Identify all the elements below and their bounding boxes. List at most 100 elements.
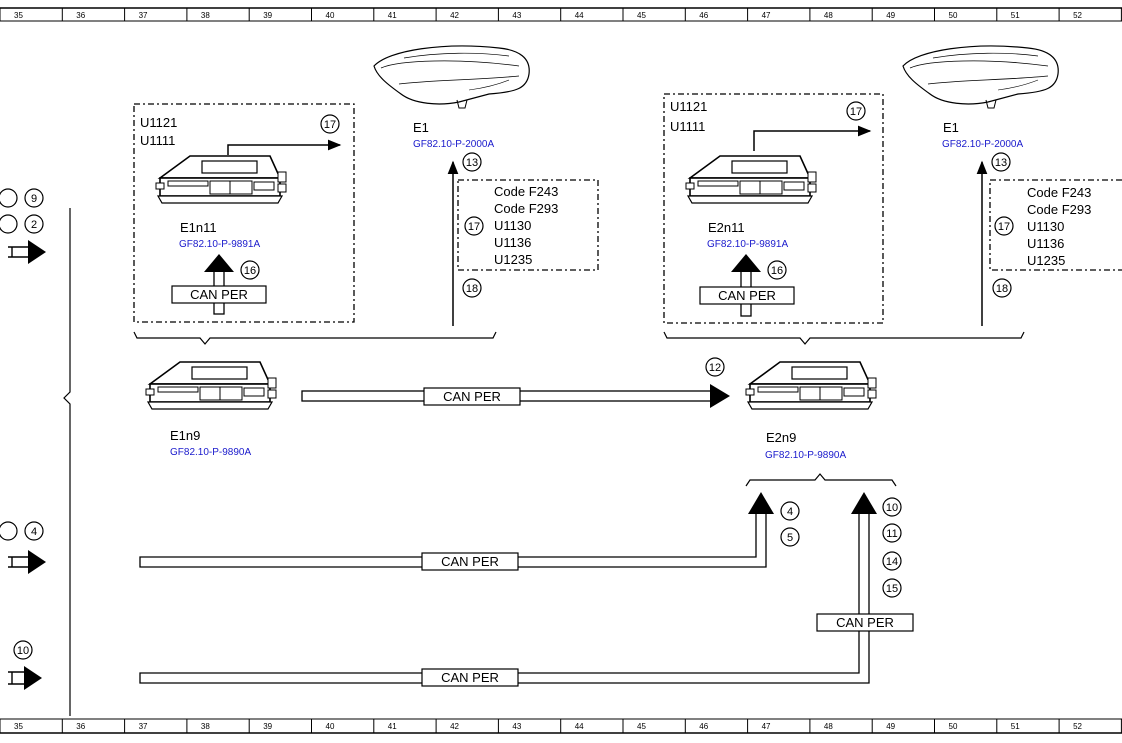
arrow-icon — [28, 550, 46, 574]
circle-label: 10 — [886, 502, 898, 514]
arrow-icon — [204, 254, 234, 272]
module-ref: GF82.10-P-9891A — [707, 239, 788, 250]
arrow-icon — [731, 254, 761, 272]
ruler-number: 50 — [949, 722, 958, 731]
headlamp-name: E1 — [943, 120, 959, 135]
circle-marker — [320, 114, 340, 134]
can-label: CAN PER — [718, 288, 776, 303]
can-label-box — [699, 286, 795, 305]
module-ref: GF82.10-P-9891A — [179, 239, 260, 250]
module-e1n9 — [145, 361, 277, 410]
ruler-number: 42 — [450, 11, 459, 20]
ruler-number: 51 — [1011, 11, 1020, 20]
ruler-number: 43 — [512, 11, 521, 20]
can-label: CAN PER — [441, 554, 499, 569]
ruler-number: 37 — [139, 11, 148, 20]
ruler-number: 39 — [263, 11, 272, 20]
ruler-number: 44 — [575, 11, 584, 20]
circle-label: 16 — [244, 265, 256, 277]
circle-label: 13 — [995, 157, 1007, 169]
can-mid-connection: CAN PER 12 — [301, 357, 730, 408]
circle-marker — [992, 278, 1012, 298]
circle-label: 9 — [31, 193, 37, 205]
arrow-icon — [710, 384, 730, 408]
code-label: U1121 — [140, 115, 177, 130]
code-label: U1136 — [494, 235, 531, 250]
circle-label: 12 — [709, 362, 721, 374]
code-label: Code F293 — [1027, 202, 1091, 217]
can-lower-connection-2: CAN PER CAN PER 10 11 14 15 — [139, 492, 914, 687]
circle-marker — [464, 216, 484, 236]
code-label: U1235 — [1027, 253, 1065, 268]
circle-marker — [882, 497, 902, 517]
ruler-number: 39 — [263, 722, 272, 731]
circle-label: 17 — [998, 221, 1010, 233]
ruler-number: 36 — [76, 11, 85, 20]
code-label: U1121 — [670, 99, 707, 114]
module-name: E1n9 — [170, 428, 200, 443]
circle-label: 14 — [886, 556, 898, 568]
ruler-number: 41 — [388, 11, 397, 20]
circle-label: 2 — [31, 219, 37, 231]
module-ref: GF82.10-P-9890A — [765, 450, 846, 461]
code-label: U1136 — [1027, 236, 1064, 251]
brace — [133, 331, 497, 345]
circle-label: 17 — [468, 221, 480, 233]
ruler-number: 42 — [450, 722, 459, 731]
circle-marker — [882, 523, 902, 543]
e2n9-group: E2n9 GF82.10-P-9890A — [745, 361, 897, 487]
feature-box — [133, 103, 355, 323]
ruler-number: 45 — [637, 722, 646, 731]
module-e1n11 — [155, 155, 287, 204]
code-label: U1235 — [494, 252, 532, 267]
ruler-number: 44 — [575, 722, 584, 731]
circle-label: 13 — [466, 157, 478, 169]
circle-marker — [24, 214, 44, 234]
can-label: CAN PER — [190, 287, 248, 302]
can-label-box — [423, 387, 521, 406]
circle-marker — [994, 216, 1014, 236]
module-name: E2n11 — [708, 220, 745, 235]
ruler-number: 45 — [637, 11, 646, 20]
brace — [745, 473, 897, 487]
can-lower-connection-1: CAN PER 4 5 — [139, 492, 800, 571]
circle-marker — [24, 188, 44, 208]
headlamp-image — [902, 45, 1059, 109]
ruler-number: 46 — [699, 722, 708, 731]
arrow-icon — [28, 240, 46, 264]
ruler-number: 35 — [14, 722, 23, 731]
circle-label: 17 — [850, 106, 862, 118]
ruler-number: 38 — [201, 722, 210, 731]
code-label: U1111 — [140, 133, 175, 148]
code-label: Code F293 — [494, 201, 558, 216]
code-label: U1130 — [1027, 219, 1064, 234]
ruler-number: 48 — [824, 11, 833, 20]
right-group: E1 GF82.10-P-2000A U1121 U1111 17 E2n11 … — [663, 45, 1122, 345]
circle-marker — [767, 260, 787, 280]
circle-marker — [846, 101, 866, 121]
can-label: CAN PER — [836, 615, 894, 630]
headlamp-ref: GF82.10-P-2000A — [413, 139, 494, 150]
circle-marker — [13, 640, 33, 660]
e1n9-group: E1n9 GF82.10-P-9890A — [145, 361, 277, 458]
ruler-number: 51 — [1011, 722, 1020, 731]
left-edge-connectors: 9 2 4 10 — [0, 188, 71, 716]
ruler-number: 37 — [139, 722, 148, 731]
circle-marker — [705, 357, 725, 377]
ruler-number: 41 — [388, 722, 397, 731]
circle-marker — [882, 551, 902, 571]
can-label: CAN PER — [443, 389, 501, 404]
circle-label: 4 — [31, 526, 37, 538]
headlamp-name: E1 — [413, 120, 429, 135]
module-e2n9 — [745, 361, 877, 410]
code-label: U1111 — [670, 119, 705, 134]
ruler-number: 43 — [512, 722, 521, 731]
ruler-number: 47 — [762, 722, 771, 731]
ruler-number: 48 — [824, 722, 833, 731]
circle-marker — [240, 260, 260, 280]
circle-label: 4 — [787, 506, 793, 518]
code-box — [989, 179, 1122, 271]
